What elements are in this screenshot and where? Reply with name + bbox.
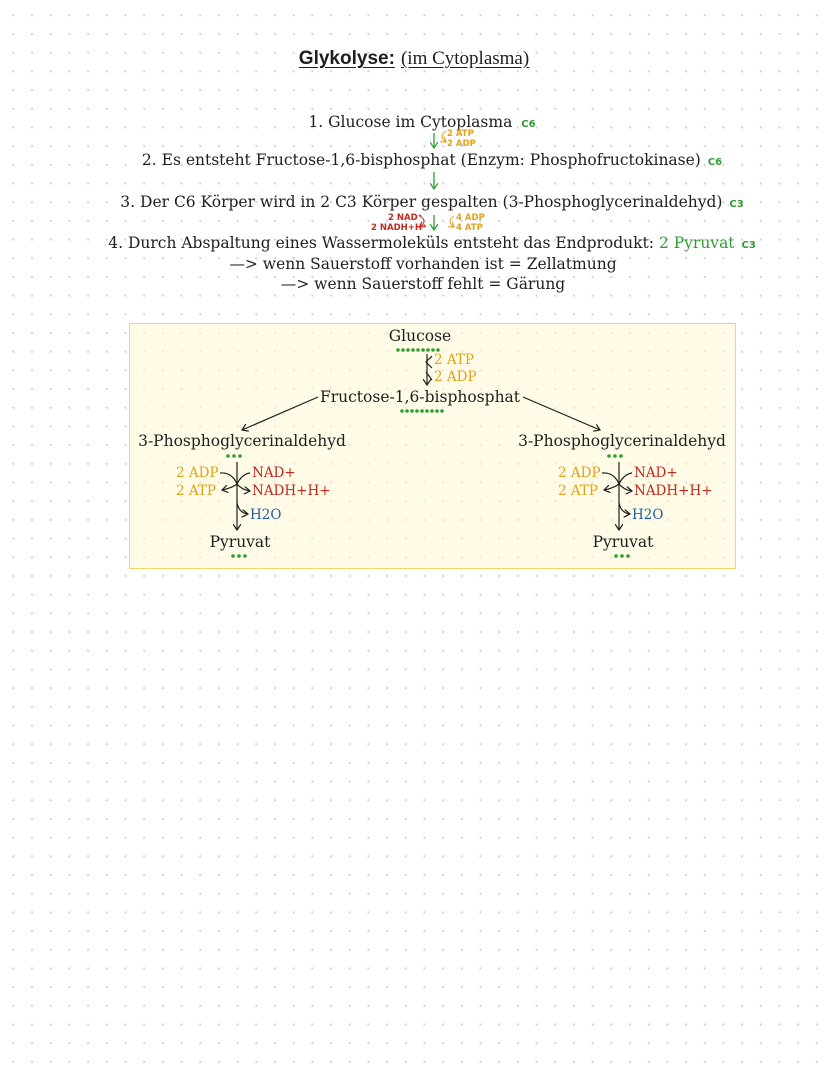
right-pgal-dots: [607, 454, 623, 458]
step-3-adp-note: 4 ADP: [456, 213, 485, 223]
right-adp: 2 ADP: [558, 465, 601, 481]
arrow-to-left-pgal: [242, 396, 319, 430]
subline-gaerung: —> wenn Sauerstoff fehlt = Gärung: [280, 275, 566, 293]
left-nad: NAD+: [252, 465, 296, 481]
right-branch-arrows: [601, 462, 632, 530]
diagram-atp-in: 2 ATP: [434, 352, 474, 368]
title-rest: (im Cytoplasma): [400, 48, 530, 69]
step-3-nad-note: 2 NAD⁺: [388, 213, 423, 223]
right-pyruvat: Pyruvat: [592, 533, 654, 551]
left-pgal: 3-Phosphoglycerinaldehyd: [138, 432, 346, 450]
step-1: 1. Glucose im Cytoplasma C6: [308, 113, 535, 131]
step-1-text: 1. Glucose im Cytoplasma: [308, 113, 513, 131]
arrow-to-right-pgal: [522, 396, 600, 430]
step-3-nadh-note: 2 NADH+H⁺: [371, 223, 427, 233]
step-1-tag: C6: [521, 119, 536, 130]
title-bold: Glykolyse:: [298, 48, 395, 69]
left-pgal-dots: [226, 454, 242, 458]
step1-side-arrow: [442, 130, 446, 142]
step-2-tag: C6: [707, 157, 723, 168]
left-adp: 2 ADP: [176, 465, 219, 481]
left-nadh: NADH+H+: [252, 483, 331, 499]
right-pgal: 3-Phosphoglycerinaldehyd: [518, 432, 726, 450]
step-3-text: 3. Der C6 Körper wird in 2 C3 Körper ges…: [120, 193, 723, 211]
step-1-atp-note: 2 ATP: [447, 129, 474, 139]
diagram-box: [129, 323, 736, 569]
step-4-text: 4. Durch Abspaltung eines Wassermoleküls…: [108, 234, 655, 252]
diagram-glucose: Glucose: [388, 327, 452, 345]
diagram-main-arrows: [242, 354, 600, 430]
step-3-atp-note: 4 ATP: [456, 223, 483, 233]
left-pyruvat-dots: [231, 554, 247, 558]
fructose-dots: [400, 409, 444, 413]
step-2: 2. Es entsteht Fructose-1,6-bisphosphat …: [142, 151, 722, 169]
right-atp: 2 ATP: [558, 483, 598, 499]
right-pyruvat-dots: [614, 554, 630, 558]
step-4-highlight: 2 Pyruvat: [658, 234, 735, 252]
left-h2o: H2O: [250, 507, 282, 523]
right-h2o: H2O: [632, 507, 664, 523]
carbon-dots: [226, 348, 630, 558]
right-nadh: NADH+H+: [634, 483, 713, 499]
step-4-tag: C3: [741, 240, 756, 251]
left-pyruvat: Pyruvat: [209, 533, 271, 551]
step-3: 3. Der C6 Körper wird in 2 C3 Körper ges…: [120, 193, 743, 211]
step3-left-side-arrow: [420, 215, 424, 227]
left-branch-arrows: [219, 462, 250, 530]
step3-right-side-arrow: [450, 215, 454, 227]
step-4: 4. Durch Abspaltung eines Wassermoleküls…: [108, 234, 756, 252]
left-atp: 2 ATP: [176, 483, 216, 499]
step-3-tag: C3: [729, 199, 744, 210]
glucose-dots: [396, 348, 440, 352]
page-title: Glykolyse: (im Cytoplasma): [299, 47, 529, 70]
diagram-fructose: Fructose-1,6-bisphosphat: [319, 388, 521, 406]
step-2-text: 2. Es entsteht Fructose-1,6-bisphosphat …: [141, 151, 701, 169]
right-nad: NAD+: [634, 465, 678, 481]
step-1-adp-note: 2 ADP: [447, 139, 476, 149]
subline-zellatmung: —> wenn Sauerstoff vorhanden ist = Zella…: [229, 255, 617, 273]
diagram-adp-out: 2 ADP: [434, 369, 477, 385]
